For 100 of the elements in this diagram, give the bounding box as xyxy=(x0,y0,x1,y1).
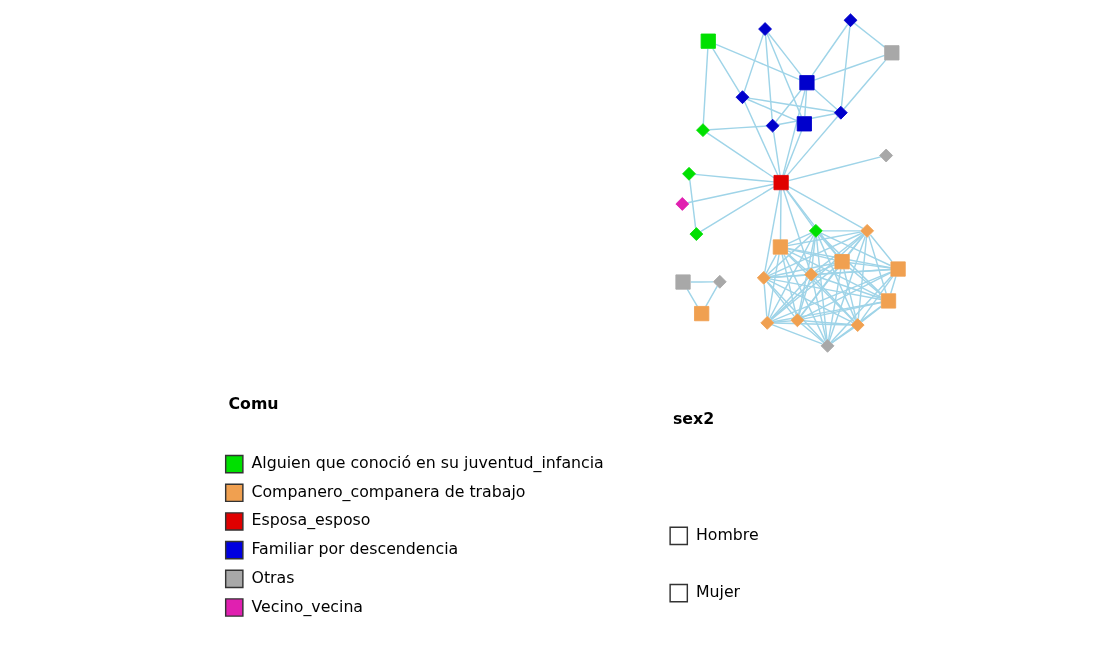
connector xyxy=(848,261,891,269)
node-box xyxy=(798,75,815,91)
connector xyxy=(785,189,814,228)
node-diamond xyxy=(820,338,834,353)
connector xyxy=(763,283,767,318)
node-diamond xyxy=(735,90,749,105)
node-diamond xyxy=(712,274,727,289)
legend-label: Familiar por descendencia xyxy=(250,539,458,559)
connector xyxy=(827,268,841,342)
connector xyxy=(769,277,809,320)
connector xyxy=(860,306,881,323)
connector xyxy=(779,189,782,241)
connector xyxy=(803,89,807,117)
connector xyxy=(867,235,887,295)
node-box xyxy=(773,175,789,191)
connector xyxy=(811,23,848,76)
connector xyxy=(812,54,885,81)
connector xyxy=(842,268,857,321)
connector xyxy=(810,236,816,269)
connector xyxy=(859,275,894,322)
legend-label: Companero_companera de trabajo xyxy=(250,481,525,501)
connector xyxy=(840,25,851,108)
node-diamond xyxy=(765,118,779,133)
connector xyxy=(768,278,882,301)
connector xyxy=(714,43,800,81)
node-box xyxy=(674,274,691,290)
connector xyxy=(705,132,775,179)
connector xyxy=(830,327,854,344)
connector xyxy=(782,189,810,271)
connector xyxy=(816,268,891,275)
connector xyxy=(816,234,856,322)
connector xyxy=(797,278,810,316)
connector xyxy=(786,115,838,176)
node-diamond xyxy=(674,197,689,211)
connector xyxy=(766,232,863,277)
node-diamond xyxy=(859,223,874,238)
connector xyxy=(746,98,797,122)
connector xyxy=(846,233,865,256)
connector xyxy=(799,322,825,344)
legend-label: Otras xyxy=(250,567,294,587)
connector xyxy=(765,281,795,318)
connector xyxy=(688,179,696,229)
connector xyxy=(786,247,891,269)
connector xyxy=(817,233,837,256)
connector xyxy=(799,268,837,318)
connector xyxy=(787,185,864,230)
connector xyxy=(699,186,775,233)
connector xyxy=(686,183,774,204)
node-diamond xyxy=(850,318,865,332)
node-box xyxy=(834,254,850,270)
connector xyxy=(782,130,802,177)
connector xyxy=(848,267,882,296)
connector xyxy=(821,230,861,232)
connector xyxy=(747,97,836,113)
node-box xyxy=(693,306,709,322)
connector xyxy=(801,301,882,320)
node-diamond xyxy=(843,13,857,28)
connector xyxy=(785,189,837,255)
connector xyxy=(828,235,866,342)
node-diamond xyxy=(689,227,703,241)
connector xyxy=(786,253,855,323)
connector xyxy=(829,275,892,343)
node-diamond xyxy=(756,271,771,285)
connector xyxy=(786,248,835,261)
connector xyxy=(770,323,823,345)
node-diamond xyxy=(878,148,893,163)
connector xyxy=(686,288,698,307)
label: sex2 xyxy=(672,408,714,428)
node-diamond xyxy=(790,313,804,328)
connector xyxy=(768,262,835,278)
connector xyxy=(765,280,825,344)
connector xyxy=(815,236,828,341)
label: Comu xyxy=(228,394,279,414)
connector xyxy=(800,272,892,319)
connector xyxy=(702,48,708,125)
connector xyxy=(769,233,864,321)
connector xyxy=(704,285,718,307)
legend-label: Hombre xyxy=(695,524,759,544)
connector xyxy=(786,252,808,272)
legend-label: Esposa_esposo xyxy=(250,510,370,530)
node-diamond xyxy=(808,223,823,238)
node-box xyxy=(890,261,906,277)
legend-label: Mujer xyxy=(695,582,740,602)
legend-label: Alguien que conoció en su juventud_infancia xyxy=(250,453,604,473)
connector xyxy=(766,233,813,276)
connector xyxy=(711,47,741,94)
node-box xyxy=(796,116,812,132)
node-diamond xyxy=(757,22,772,36)
connector xyxy=(777,113,836,126)
legend-label: Vecino_vecina xyxy=(250,596,363,616)
connector xyxy=(780,253,797,316)
connector xyxy=(767,32,802,77)
connector xyxy=(769,267,835,321)
connector xyxy=(818,233,882,295)
connector xyxy=(786,231,862,247)
node-box xyxy=(772,239,788,255)
connector xyxy=(782,253,826,342)
connector xyxy=(842,59,886,110)
connector xyxy=(799,233,865,318)
node-diamond xyxy=(803,267,818,282)
